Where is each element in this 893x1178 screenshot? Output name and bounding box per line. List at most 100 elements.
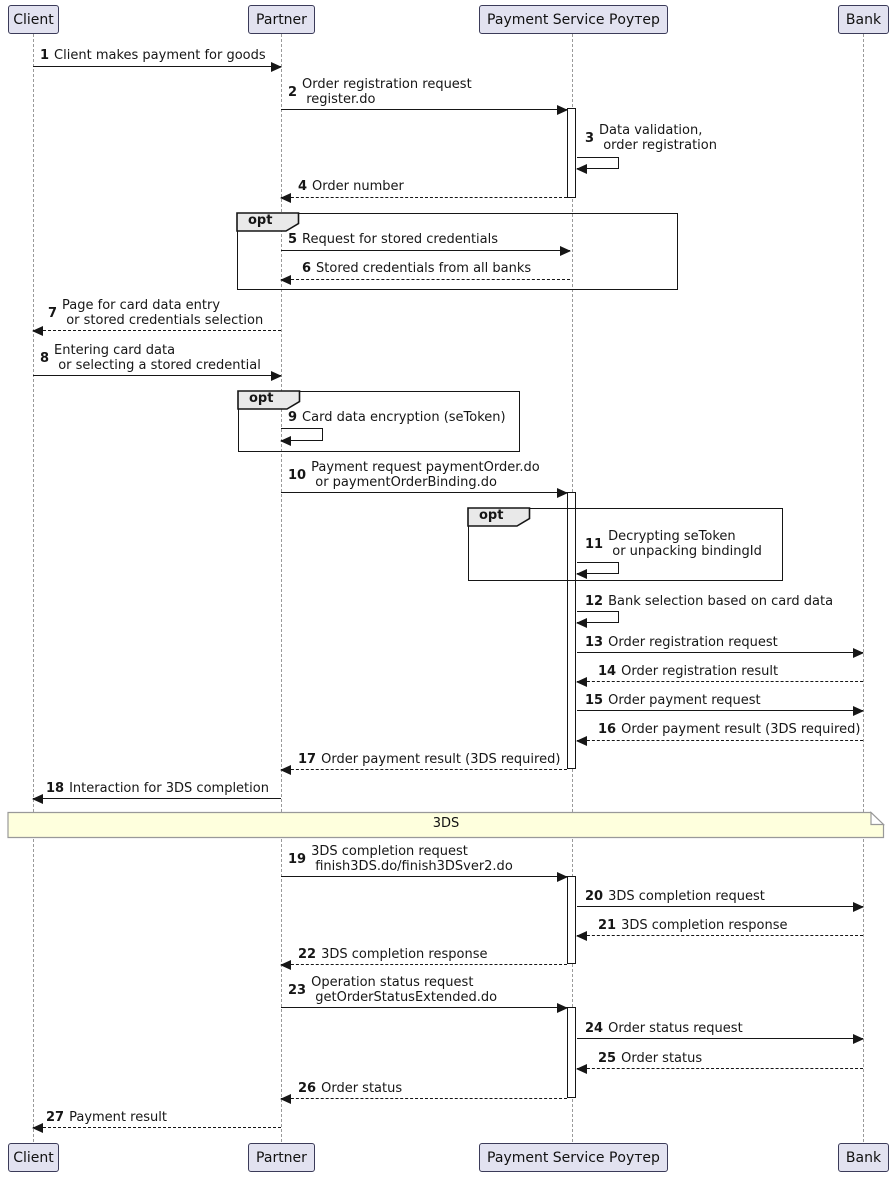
opt-fragment-2-header: opt: [237, 390, 301, 410]
arrowhead: [32, 793, 43, 804]
activation-bar-2: [567, 492, 576, 769]
message-13-arrow: [577, 647, 864, 658]
arrowhead: [32, 1122, 43, 1133]
message-21-arrow: [576, 930, 863, 941]
opt-label: opt: [249, 391, 274, 406]
message-11-self-arrow: [576, 562, 619, 579]
message-3-self-arrow: [576, 157, 619, 174]
opt-fragment-3-header: opt: [467, 507, 531, 527]
message-10-arrow: [281, 487, 568, 498]
3ds-divider-note: 3DS: [7, 811, 885, 839]
message-17-arrow: [280, 764, 567, 775]
message-14-arrow: [576, 676, 863, 687]
message-7-arrow: [32, 325, 281, 336]
activation-bar-3: [567, 876, 576, 964]
arrowhead: [576, 676, 587, 687]
opt-fragment-2: [238, 391, 520, 452]
participant-label: Client: [13, 1149, 54, 1166]
arrowhead: [32, 325, 43, 336]
message-4-arrow: [280, 192, 567, 203]
message-23-arrow: [281, 1002, 568, 1013]
message-15-arrow: [577, 705, 864, 716]
arrowhead: [557, 104, 568, 115]
opt-fragment-3: [468, 508, 783, 581]
opt-fragment-1-header: opt: [236, 212, 300, 232]
participant-top-partner: Partner: [248, 5, 315, 34]
message-24-arrow: [577, 1033, 864, 1044]
opt-label: opt: [479, 508, 504, 523]
opt-fragment-1: [237, 213, 678, 290]
participant-bottom-partner: Partner: [248, 1143, 315, 1172]
arrowhead: [280, 1093, 291, 1104]
participant-label: Payment Service Роутер: [487, 11, 660, 28]
message-5-arrow: [281, 245, 571, 256]
message-16-arrow: [576, 735, 863, 746]
message-26-arrow: [280, 1093, 567, 1104]
arrowhead: [576, 617, 587, 628]
participant-top-client: Client: [8, 5, 59, 34]
message-20-arrow: [577, 901, 864, 912]
arrowhead: [560, 245, 571, 256]
participant-bottom-router: Payment Service Роутер: [479, 1143, 668, 1172]
message-18-arrow: [32, 793, 281, 804]
arrowhead: [271, 61, 282, 72]
opt-tab-shape: [236, 212, 300, 232]
arrowhead: [576, 163, 587, 174]
participant-label: Bank: [845, 11, 882, 28]
message-22-arrow: [280, 959, 567, 970]
participant-bottom-bank: Bank: [838, 1143, 889, 1172]
lifeline-bank: [863, 34, 864, 1142]
participant-bottom-client: Client: [8, 1143, 59, 1172]
message-2-arrow: [281, 104, 568, 115]
arrowhead: [853, 901, 864, 912]
arrowhead: [576, 1063, 587, 1074]
participant-label: Client: [13, 11, 54, 28]
participant-label: Payment Service Роутер: [487, 1149, 660, 1166]
participant-top-router: Payment Service Роутер: [479, 5, 668, 34]
arrowhead: [576, 930, 587, 941]
lifeline-client: [33, 34, 34, 1142]
message-12-self-arrow: [576, 611, 619, 628]
message-1-arrow: [33, 61, 282, 72]
note-shape: [7, 811, 885, 839]
participant-label: Partner: [256, 11, 307, 28]
message-9-self-arrow: [280, 428, 323, 446]
opt-tab-shape: [467, 507, 531, 527]
arrowhead: [853, 705, 864, 716]
arrowhead: [271, 370, 282, 381]
arrowhead: [280, 764, 291, 775]
arrowhead: [853, 647, 864, 658]
divider-label: 3DS: [432, 816, 460, 831]
arrowhead: [280, 959, 291, 970]
opt-tab-shape: [237, 390, 301, 410]
message-8-arrow: [33, 370, 282, 381]
arrowhead: [280, 274, 291, 285]
arrowhead: [280, 435, 291, 446]
arrowhead: [557, 871, 568, 882]
message-19-arrow: [281, 871, 568, 882]
